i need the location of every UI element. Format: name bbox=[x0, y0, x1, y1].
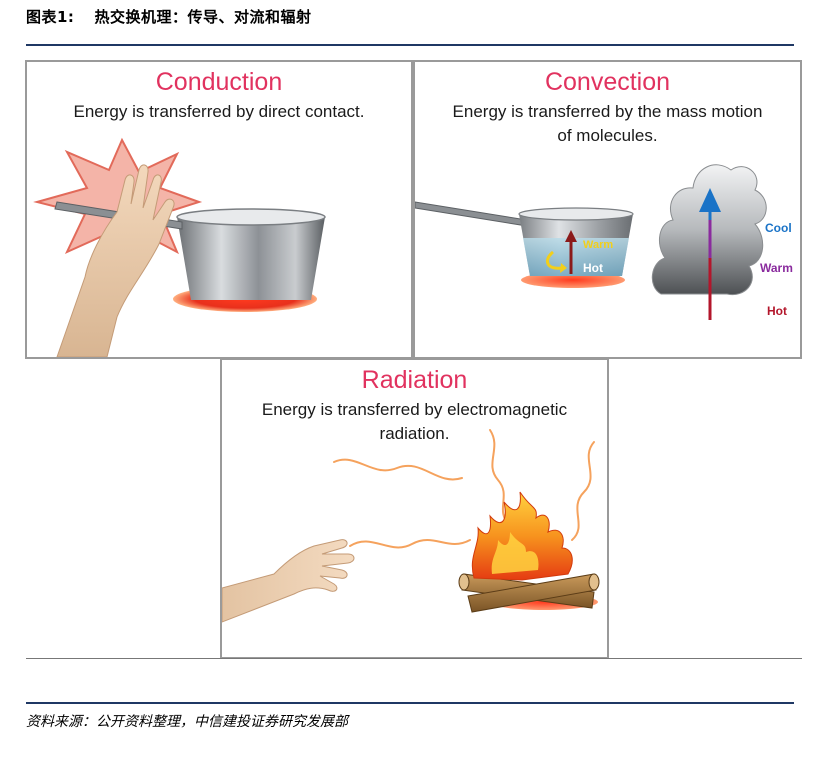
convection-panel: Convection Energy is transferred by the … bbox=[413, 60, 802, 359]
circulation-arrow-icon bbox=[545, 250, 562, 270]
figure-number: 图表1: bbox=[26, 8, 75, 26]
radiation-description-line2: radiation. bbox=[379, 424, 450, 443]
source-note: 资料来源：公开资料整理，中信建投证券研究发展部 bbox=[26, 714, 348, 730]
figure-title: 图表1: 热交换机理：传导、对流和辐射 bbox=[26, 6, 311, 27]
radiation-illustration bbox=[222, 429, 600, 623]
figure-baseline bbox=[26, 658, 802, 659]
pot-icon bbox=[177, 217, 325, 300]
scale-cool-label: Cool bbox=[765, 221, 792, 235]
heat-wave-icons bbox=[333, 429, 595, 549]
pot-warm-label: Warm bbox=[583, 239, 614, 251]
top-rule bbox=[26, 44, 794, 46]
pot-handle-icon bbox=[415, 201, 528, 227]
pot-hot-label: Hot bbox=[583, 261, 603, 275]
hand-icon bbox=[56, 164, 175, 357]
conduction-title: Conduction bbox=[155, 68, 283, 96]
firewood-icon bbox=[458, 573, 600, 613]
radiation-title: Radiation bbox=[361, 366, 468, 394]
convection-description-line2: of molecules. bbox=[557, 126, 658, 145]
hand-icon bbox=[222, 539, 355, 623]
convection-title: Convection bbox=[544, 68, 671, 96]
figure-caption: 热交换机理：传导、对流和辐射 bbox=[94, 8, 312, 26]
conduction-description: Energy is transferred by direct contact. bbox=[73, 102, 365, 121]
convection-description-line1: Energy is transferred by the mass motion bbox=[452, 102, 763, 121]
radiation-description-line1: Energy is transferred by electromagnetic bbox=[261, 400, 568, 419]
upward-arrow-icon bbox=[699, 188, 721, 212]
scale-hot-label: Hot bbox=[767, 304, 787, 318]
bottom-rule bbox=[26, 702, 794, 704]
convection-illustration bbox=[415, 164, 767, 320]
radiation-panel: Radiation Energy is transferred by elect… bbox=[220, 358, 609, 659]
scale-warm-label: Warm bbox=[760, 261, 793, 275]
conduction-panel: Conduction Energy is transferred by dire… bbox=[25, 60, 413, 359]
conduction-illustration bbox=[33, 137, 326, 357]
